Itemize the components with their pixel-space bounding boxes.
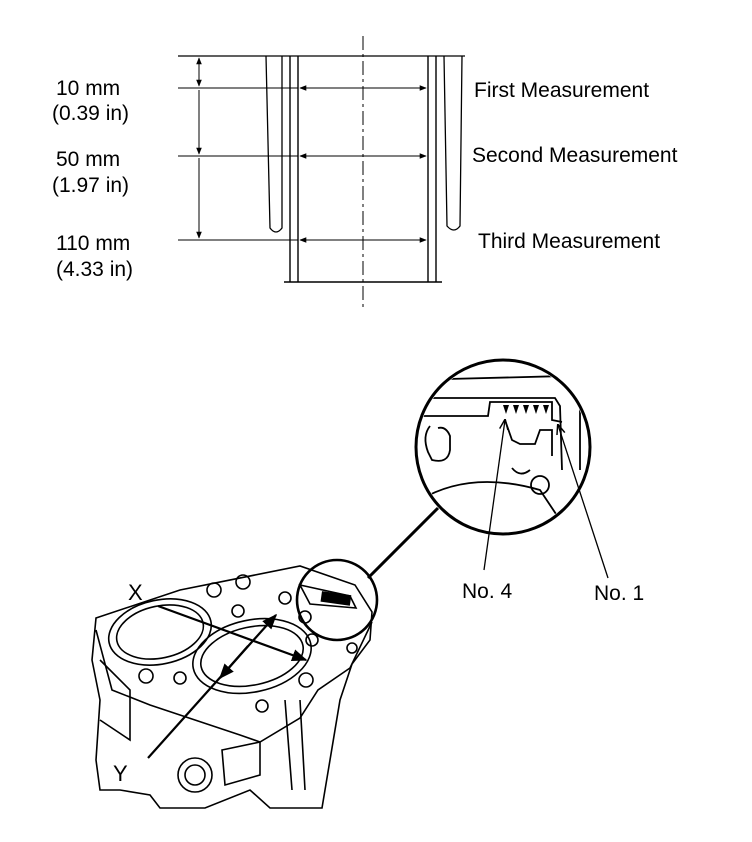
engine-block-illustration — [91, 558, 379, 809]
stamp-mark — [513, 405, 519, 414]
left-rib — [99, 659, 131, 742]
detail-bore-edge — [419, 481, 561, 521]
bolt-hole — [138, 668, 154, 684]
detail-small-curve — [511, 467, 531, 475]
second-measurement-label: Second Measurement — [472, 144, 678, 167]
depth-label-1-metric: 10 mm — [56, 77, 120, 100]
x-direction-arrow — [157, 604, 308, 662]
cylinder-id-marker — [320, 591, 352, 606]
right-water-jacket — [443, 55, 463, 231]
detail-source-circle — [295, 558, 379, 642]
stamp-mark — [523, 405, 529, 414]
detail-circle — [414, 358, 592, 536]
cylinder-section-diagram: 10 mm (0.39 in) 50 mm (1.97 in) 110 mm (… — [52, 36, 678, 308]
stamp-mark — [503, 405, 509, 414]
no4-leader — [483, 420, 505, 571]
detail-bolt-hole — [530, 475, 550, 495]
detail-left-pocket — [424, 425, 451, 462]
bolt-hole — [231, 604, 245, 618]
bolt-hole — [255, 699, 269, 713]
cylinder-stamp-marks — [503, 405, 549, 414]
x-axis-label: X — [128, 580, 143, 605]
left-liner-wall — [289, 56, 299, 282]
bolt-hole — [206, 582, 222, 598]
side-port — [177, 757, 213, 793]
bolt-hole — [298, 672, 314, 688]
cylinder-bore-left — [107, 598, 213, 666]
bore-direction-arrows: X Y — [113, 580, 308, 786]
depth-label-3-imperial: (4.33 in) — [56, 258, 133, 281]
stamp-mark — [543, 405, 549, 414]
depth-label-1-imperial: (0.39 in) — [52, 102, 129, 125]
detail-stamp-frame — [418, 401, 563, 423]
y-direction-arrow-tail — [218, 645, 249, 680]
depth-label-2-imperial: (1.97 in) — [52, 174, 129, 197]
front-flange — [221, 741, 261, 787]
no1-label: No. 1 — [594, 582, 644, 605]
no4-label: No. 4 — [462, 580, 513, 603]
right-rib — [284, 699, 306, 791]
cylinder-bore-right — [192, 617, 312, 695]
left-water-jacket — [265, 55, 283, 233]
detail-upper-edge — [418, 397, 563, 471]
side-port-inner — [184, 764, 206, 786]
bolt-hole — [278, 591, 292, 605]
detail-casting-contour — [504, 419, 553, 456]
y-direction-arrow — [147, 613, 278, 759]
stamp-mark — [533, 405, 539, 414]
bolt-hole — [173, 671, 187, 685]
bolt-hole — [346, 642, 358, 654]
third-measurement-label: Third Measurement — [478, 230, 660, 253]
depth-label-3-metric: 110 mm — [56, 232, 130, 255]
first-measurement-label: First Measurement — [474, 79, 649, 102]
cylinder-bore-right-inner — [199, 624, 305, 688]
y-axis-label: Y — [113, 761, 128, 786]
depth-label-2-metric: 50 mm — [56, 148, 120, 171]
right-liner-wall — [427, 56, 437, 282]
no1-leader — [558, 425, 609, 579]
bolt-hole — [305, 633, 319, 647]
bolt-hole — [235, 574, 251, 590]
detail-leader-line — [366, 506, 440, 580]
